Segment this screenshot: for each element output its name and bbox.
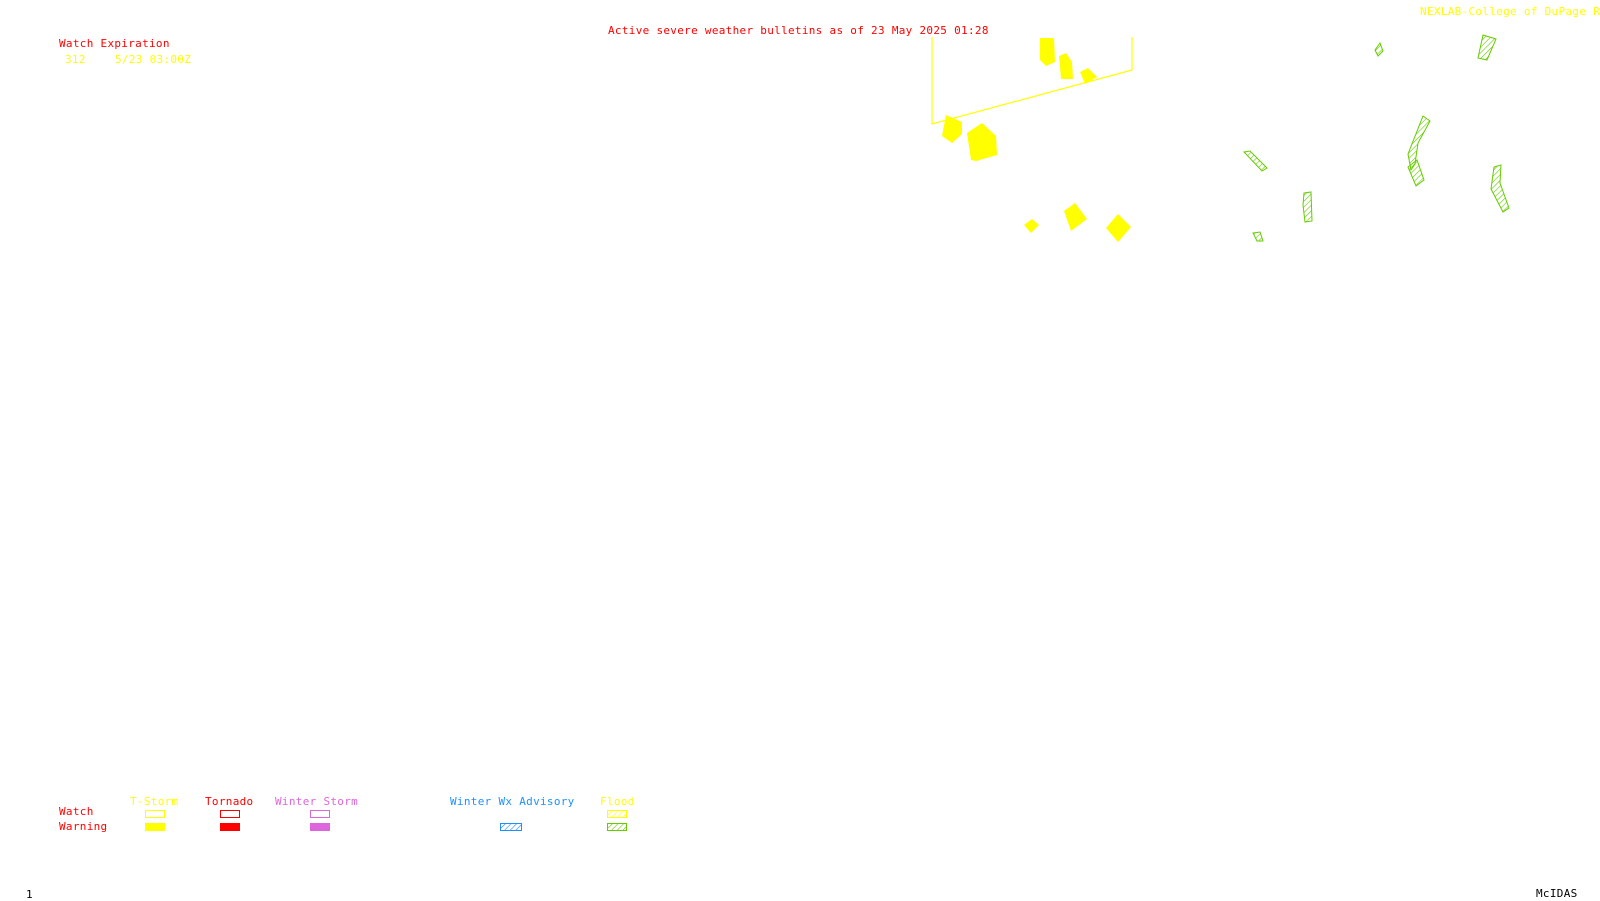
legend-winter-storm-watch-swatch	[310, 810, 330, 818]
flood-warning-polygon	[1407, 115, 1431, 172]
software-label: McIDAS	[1536, 887, 1578, 900]
legend-tstorm-label: T-Storm	[130, 795, 179, 808]
flood-warning-polygon	[1477, 34, 1497, 61]
watch-expiration-heading: Watch Expiration	[59, 37, 170, 50]
credit-label: NEXLAB-College of DuPage R	[1420, 5, 1600, 18]
flood-warning-polygon	[1374, 41, 1384, 57]
tstorm-warning-polygon	[1059, 53, 1073, 79]
watch-number: 312	[65, 53, 86, 66]
legend-tornado-watch-swatch	[220, 810, 240, 818]
frame-number: 1	[26, 888, 33, 901]
legend-winter-storm-warning-swatch	[310, 823, 330, 831]
flood-warning-polygon	[1242, 150, 1268, 172]
legend-winter-storm-label: Winter Storm	[275, 795, 359, 808]
legend-winter-wx-advisory-label: Winter Wx Advisory	[450, 795, 575, 808]
tstorm-warning-polygon	[1064, 203, 1087, 231]
flood-warning-polygon	[1407, 159, 1425, 187]
flood-warning-polygon	[1252, 231, 1264, 242]
flood-warning-polygon	[1490, 164, 1510, 213]
bulletin-title: Active severe weather bulletins as of 23…	[608, 24, 989, 37]
tstorm-warning-polygon	[1024, 219, 1039, 233]
legend-tstorm-warning-swatch	[145, 823, 165, 831]
tstorm-warning-polygon	[1080, 68, 1097, 84]
legend-tornado-warning-swatch	[220, 823, 240, 831]
legend-flood-watch-swatch	[607, 810, 627, 818]
tstorm-warning-polygon	[1106, 214, 1131, 242]
legend-flood-warning-swatch	[607, 823, 627, 831]
flood-warning-polygon	[1302, 191, 1313, 223]
legend-winter-wx-advisory-swatch	[500, 823, 522, 831]
watch-expiration-time: 5/23 03:00Z	[115, 53, 192, 66]
legend-flood-label: Flood	[600, 795, 635, 808]
tstorm-warning-polygon	[967, 123, 997, 161]
tstorm-watch-outline	[931, 37, 1133, 125]
tstorm-warning-polygon	[1040, 38, 1055, 66]
legend-warning-row-label: Warning	[59, 820, 108, 833]
tstorm-warning-polygon	[942, 115, 962, 143]
legend-tornado-label: Tornado	[205, 795, 254, 808]
legend-watch-row-label: Watch	[59, 805, 94, 818]
legend-tstorm-watch-swatch	[145, 810, 165, 818]
